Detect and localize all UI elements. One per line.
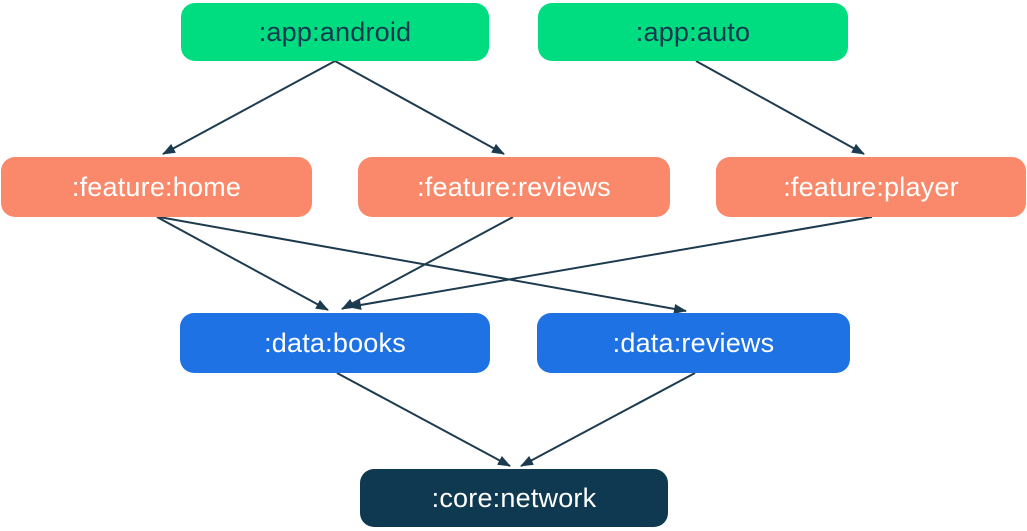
edge-app-android-to-feature-reviews — [334, 60, 505, 155]
node-label: :feature:home — [71, 171, 242, 202]
node-label: :app:auto — [635, 16, 751, 47]
node-app-android: :app:android — [181, 3, 489, 61]
node-feature-reviews: :feature:reviews — [358, 157, 670, 217]
node-label: :core:network — [431, 482, 597, 513]
node-label: :feature:player — [783, 171, 959, 202]
edge-data-reviews-to-core-network — [520, 372, 696, 467]
node-feature-home: :feature:home — [1, 157, 312, 217]
edge-app-auto-to-feature-player — [695, 60, 865, 155]
edge-feature-reviews-to-data-books — [341, 216, 514, 310]
edge-app-android-to-feature-home — [162, 60, 336, 155]
node-label: :feature:reviews — [417, 171, 611, 202]
node-app-auto: :app:auto — [538, 3, 848, 61]
edge-feature-home-to-data-books — [156, 216, 329, 311]
node-feature-player: :feature:player — [716, 157, 1026, 217]
node-data-books: :data:books — [180, 313, 490, 373]
node-core-network: :core:network — [360, 469, 668, 527]
edge-feature-home-to-data-reviews — [158, 216, 687, 314]
node-label: :app:android — [258, 16, 412, 47]
node-data-reviews: :data:reviews — [537, 313, 850, 373]
node-label: :data:books — [264, 327, 406, 358]
edge-feature-player-to-data-books — [348, 216, 873, 310]
edge-data-books-to-core-network — [336, 372, 511, 467]
node-label: :data:reviews — [612, 327, 775, 358]
